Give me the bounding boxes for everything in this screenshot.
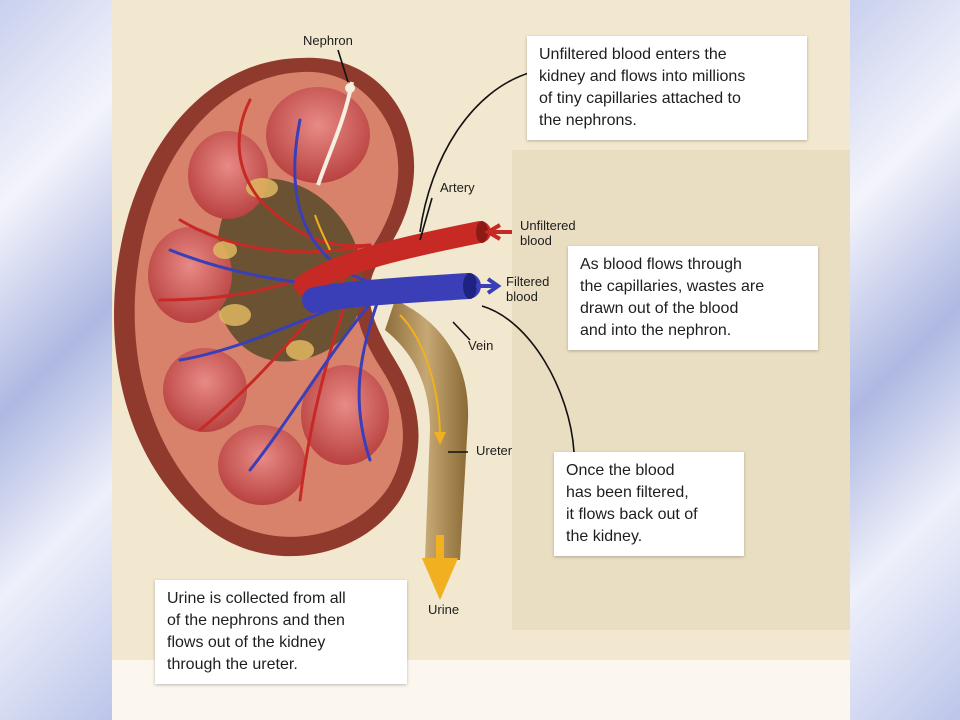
unfiltered-blood-label: Unfiltered blood [520,218,576,248]
background-left-pattern [0,0,112,720]
callout-line: flows out of the kidney [167,634,326,651]
callout-unfiltered-blood: Unfiltered blood enters the kidney and f… [527,36,807,140]
ureter-tube [385,300,469,560]
callout-line: the kidney. [566,528,643,545]
unfiltered-blood-arrow [484,223,512,241]
callout-line: of tiny capillaries attached to [539,90,741,107]
background-right-pattern [850,0,960,720]
nephron-strand [316,81,354,186]
urine-arrow [421,535,459,601]
callout-line: the capillaries, wastes are [580,278,765,295]
vein-label: Vein [468,338,494,353]
urine-label: Urine [428,602,460,617]
artery-vessel [294,221,491,296]
renal-sinus [215,178,363,362]
filtered-blood-label: Filtered blood [506,274,549,304]
callout-line: of the nephrons and then [167,612,345,629]
callout-line: Urine is collected from all [167,590,346,607]
vein-vessel [302,273,481,313]
callout-filtered-blood: Once the blood has been filtered, it flo… [554,452,744,556]
callout-line: the nephrons. [539,112,637,129]
callout-line: has been filtered, [566,484,689,501]
nephron-label: Nephron [303,33,353,48]
ureter-label: Ureter [476,443,513,458]
callout-line: and into the nephron. [580,322,732,339]
callout-line: drawn out of the blood [580,300,739,317]
callout-urine: Urine is collected from all of the nephr… [155,580,407,684]
callout-line: Unfiltered blood enters the [539,46,727,63]
callout-line: kidney and flows into millions [539,68,746,85]
callout-capillaries: As blood flows through the capillaries, … [568,246,818,350]
callout-line: it flows back out of [566,506,698,523]
unfiltered-blood-label-line: Unfiltered [520,218,576,233]
filtered-blood-arrow [476,277,502,295]
callout-line: through the ureter. [167,656,298,673]
artery-label: Artery [440,180,475,195]
unfiltered-blood-label-line: blood [520,233,552,248]
callout-line: As blood flows through [580,256,742,273]
filtered-blood-label-line: blood [506,289,538,304]
callout-line: Once the blood [566,462,675,479]
filtered-blood-label-line: Filtered [506,274,550,289]
